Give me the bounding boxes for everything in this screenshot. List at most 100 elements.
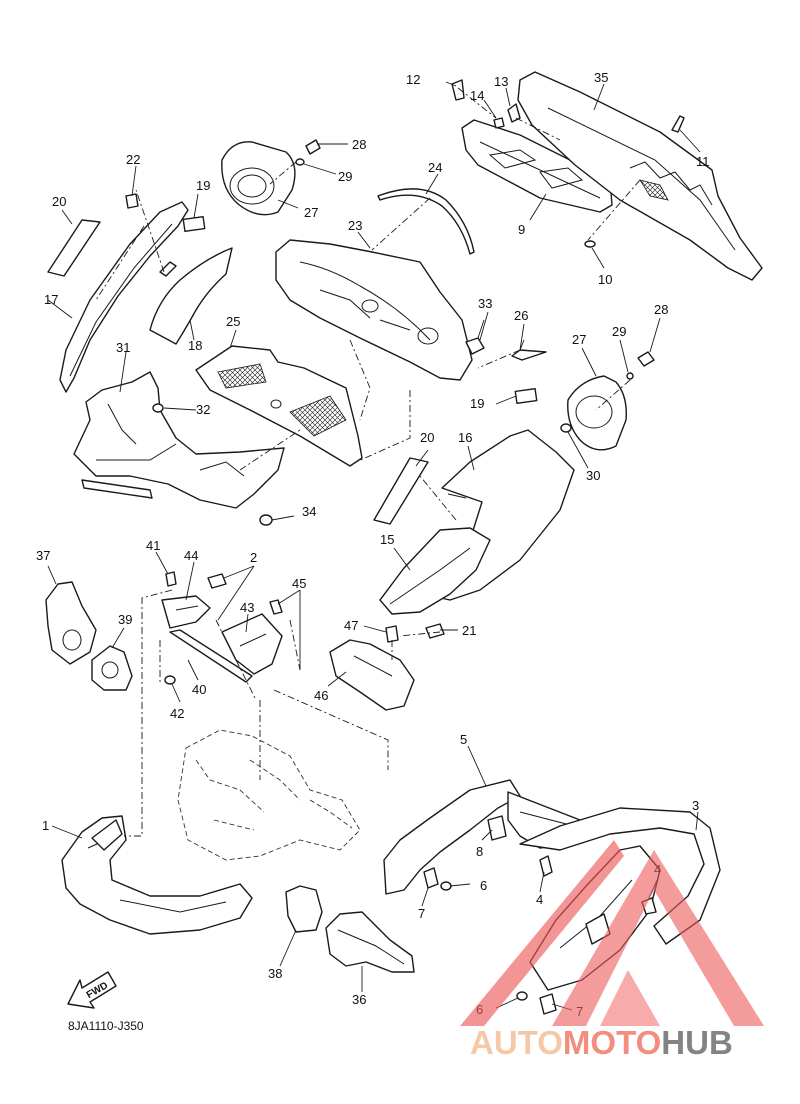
part-11-rivet — [671, 115, 685, 133]
part-41-bolt — [165, 571, 177, 587]
leader-lines — [47, 81, 701, 1011]
callout-33: 33 — [478, 296, 492, 311]
callout-20-right: 20 — [420, 430, 434, 445]
part-29-washer-right — [626, 372, 634, 380]
callout-4-upper: 4 — [536, 892, 543, 907]
callout-41: 41 — [146, 538, 160, 553]
callout-29-top: 29 — [338, 169, 352, 184]
part-42-nut — [164, 675, 176, 685]
part-33-bolt — [465, 319, 485, 355]
callout-47: 47 — [344, 618, 358, 633]
part-28-bolt-right — [637, 351, 655, 367]
part-19-pad-right — [514, 387, 538, 405]
callout-37: 37 — [36, 548, 50, 563]
figure-code: 8JA1110-J350 — [68, 1019, 144, 1033]
callout-30: 30 — [586, 468, 600, 483]
part-35-cover-panel — [517, 71, 763, 281]
callout-40: 40 — [192, 682, 206, 697]
callout-28-top: 28 — [352, 137, 366, 152]
part-40-stay-rod — [169, 629, 253, 683]
part-30-nut — [560, 423, 572, 433]
callout-28-right: 28 — [654, 302, 668, 317]
watermark-text-hub: HUB — [661, 1024, 733, 1061]
watermark-triangle-outer — [460, 840, 624, 1026]
callout-19-top: 19 — [196, 178, 210, 193]
part-39-bracket — [91, 645, 133, 691]
part-36-duct — [325, 911, 415, 973]
callout-43: 43 — [240, 600, 254, 615]
part-23-center-housing — [275, 239, 473, 381]
part-32-grommet — [152, 403, 164, 413]
callout-27-top: 27 — [304, 205, 318, 220]
callout-6-upper: 6 — [480, 878, 487, 893]
part-2-screw — [207, 573, 227, 589]
callout-15: 15 — [380, 532, 394, 547]
callout-25: 25 — [226, 314, 240, 329]
part-28-bolt-top — [305, 139, 348, 155]
callout-23: 23 — [348, 218, 362, 233]
callout-11: 11 — [696, 154, 710, 169]
callout-29-right: 29 — [612, 324, 626, 339]
callout-42: 42 — [170, 706, 184, 721]
part-3-guard-bar — [519, 807, 721, 945]
callout-5: 5 — [460, 732, 467, 747]
part-10-grommet — [584, 240, 596, 248]
part-20-decal-left — [47, 219, 101, 277]
callout-2: 2 — [250, 550, 257, 565]
part-22-bolt — [125, 193, 139, 209]
callout-35: 35 — [594, 70, 608, 85]
callout-27-right: 27 — [572, 332, 586, 347]
part-24-trim-strip — [377, 188, 475, 255]
assembly-lines — [95, 87, 641, 837]
part-6-nut-lower — [516, 991, 528, 1001]
callout-12: 12 — [406, 72, 420, 87]
callout-31: 31 — [116, 340, 130, 355]
part-34-nut — [259, 514, 273, 526]
part-38-bracket — [285, 885, 323, 933]
part-7-clip-lower — [539, 993, 557, 1015]
part-44-plate — [161, 595, 211, 629]
part-12-rivet — [451, 79, 465, 101]
callout-32: 32 — [196, 402, 210, 417]
callout-36: 36 — [352, 992, 366, 1007]
watermark-text-auto: AUTO — [470, 1024, 563, 1061]
callout-38: 38 — [268, 966, 282, 981]
part-7-clip-upper — [423, 867, 439, 889]
part-13-rivet — [507, 103, 521, 123]
callout-16: 16 — [458, 430, 472, 445]
part-26-rivet — [511, 339, 547, 361]
part-14-washer — [493, 117, 505, 129]
callout-7-upper: 7 — [418, 906, 425, 921]
callout-10: 10 — [598, 272, 612, 287]
part-37-bracket — [45, 581, 97, 665]
watermark-logo: AUTOMOTOHUB — [460, 840, 764, 1061]
callout-1: 1 — [42, 818, 49, 833]
callout-19-right: 19 — [470, 396, 484, 411]
callout-26: 26 — [514, 308, 528, 323]
callout-14: 14 — [470, 88, 484, 103]
watermark-text-moto: MOTO — [563, 1024, 661, 1061]
callout-20-left: 20 — [52, 194, 66, 209]
callout-18: 18 — [188, 338, 202, 353]
callout-24: 24 — [428, 160, 442, 175]
part-27-round-cover-right — [567, 375, 627, 451]
part-18-curved-panel — [149, 247, 233, 345]
part-47-screw — [385, 625, 399, 643]
callout-17: 17 — [44, 292, 58, 307]
part-6-nut-upper — [440, 881, 452, 891]
callout-39: 39 — [118, 612, 132, 627]
watermark-triangle-inner — [552, 850, 764, 1026]
callout-22: 22 — [126, 152, 140, 167]
part-8-pad — [487, 815, 507, 841]
part-43-plate — [221, 613, 283, 675]
callout-3: 3 — [692, 798, 699, 813]
part-1-lower-cowl — [61, 815, 253, 935]
callout-45: 45 — [292, 576, 306, 591]
part-20-decal-right — [373, 457, 429, 525]
part-4-bolt-upper — [539, 855, 553, 877]
part-21-bolt — [425, 623, 445, 639]
part-46-cover — [329, 639, 415, 711]
frame-outline — [177, 729, 361, 861]
callout-21: 21 — [462, 623, 476, 638]
